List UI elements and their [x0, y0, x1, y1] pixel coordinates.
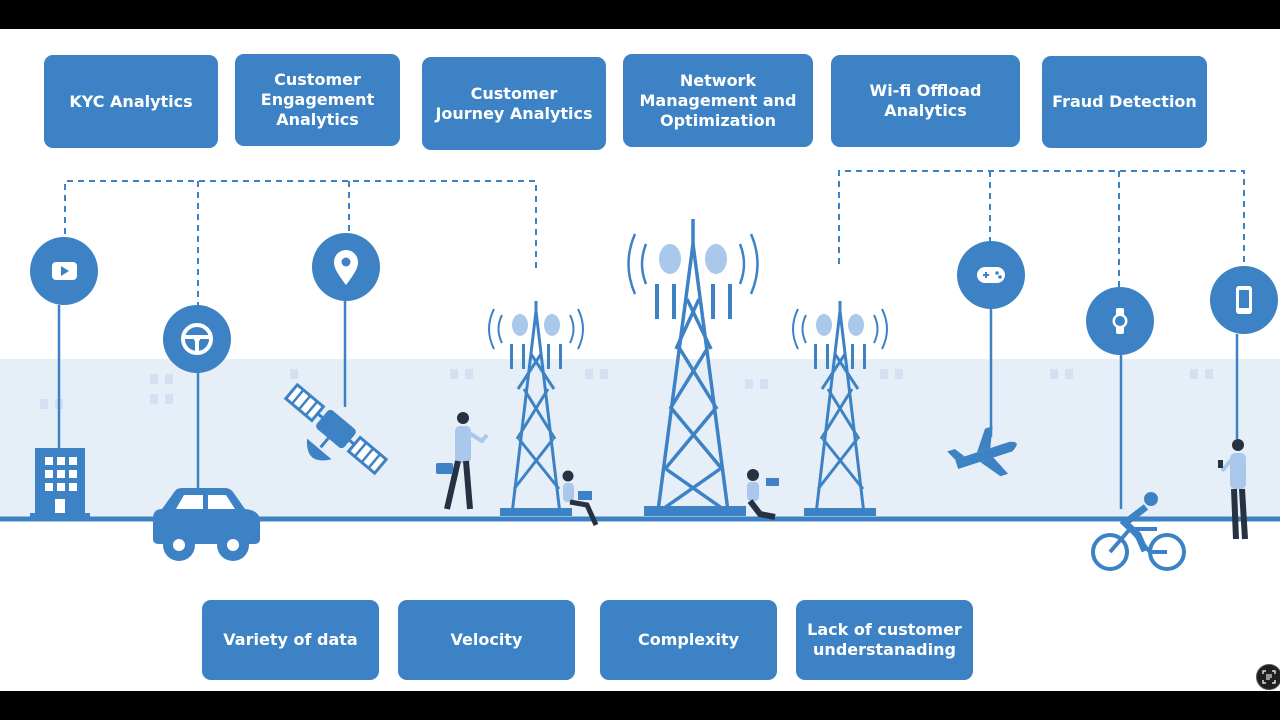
car-icon [153, 488, 260, 561]
person-walking-icon [436, 412, 489, 510]
cell-tower-left [488, 301, 584, 516]
diagram-canvas: KYC Analytics Customer Engagement Analyt… [0, 29, 1280, 691]
person-reading-icon [747, 469, 779, 520]
office-building-icon [30, 448, 90, 519]
play-icon [30, 237, 98, 305]
cell-tower-right [792, 301, 888, 516]
scan-icon [1262, 670, 1276, 684]
tile-fraud-detection: Fraud Detection [1042, 56, 1207, 148]
smartwatch-icon [1086, 287, 1154, 355]
cyclist-icon [1091, 492, 1186, 571]
cell-tower-center [627, 219, 759, 516]
tile-wifi-offload-analytics: Wi-fi Offload Analytics [831, 55, 1020, 147]
tile-customer-journey-analytics: Customer Journey Analytics [422, 57, 606, 150]
tile-lack-of-customer-understanding: Lack of customer understanading [796, 600, 973, 680]
airplane-icon [947, 426, 1017, 477]
gamepad-icon [957, 241, 1025, 309]
satellite-icon [283, 382, 389, 476]
tile-complexity: Complexity [600, 600, 777, 680]
smartphone-icon [1210, 266, 1278, 334]
steering-wheel-icon [163, 305, 231, 373]
location-pin-icon [312, 233, 380, 301]
tile-network-management: Network Management and Optimization [623, 54, 813, 147]
tile-variety-of-data: Variety of data [202, 600, 379, 680]
screenshot-button[interactable] [1256, 664, 1280, 690]
tile-velocity: Velocity [398, 600, 575, 680]
dashed-connectors [64, 170, 1245, 309]
tile-customer-engagement-analytics: Customer Engagement Analytics [235, 54, 400, 146]
person-with-laptop-icon [562, 470, 599, 527]
tile-kyc-analytics: KYC Analytics [44, 55, 218, 148]
person-with-phone-icon [1218, 439, 1248, 540]
